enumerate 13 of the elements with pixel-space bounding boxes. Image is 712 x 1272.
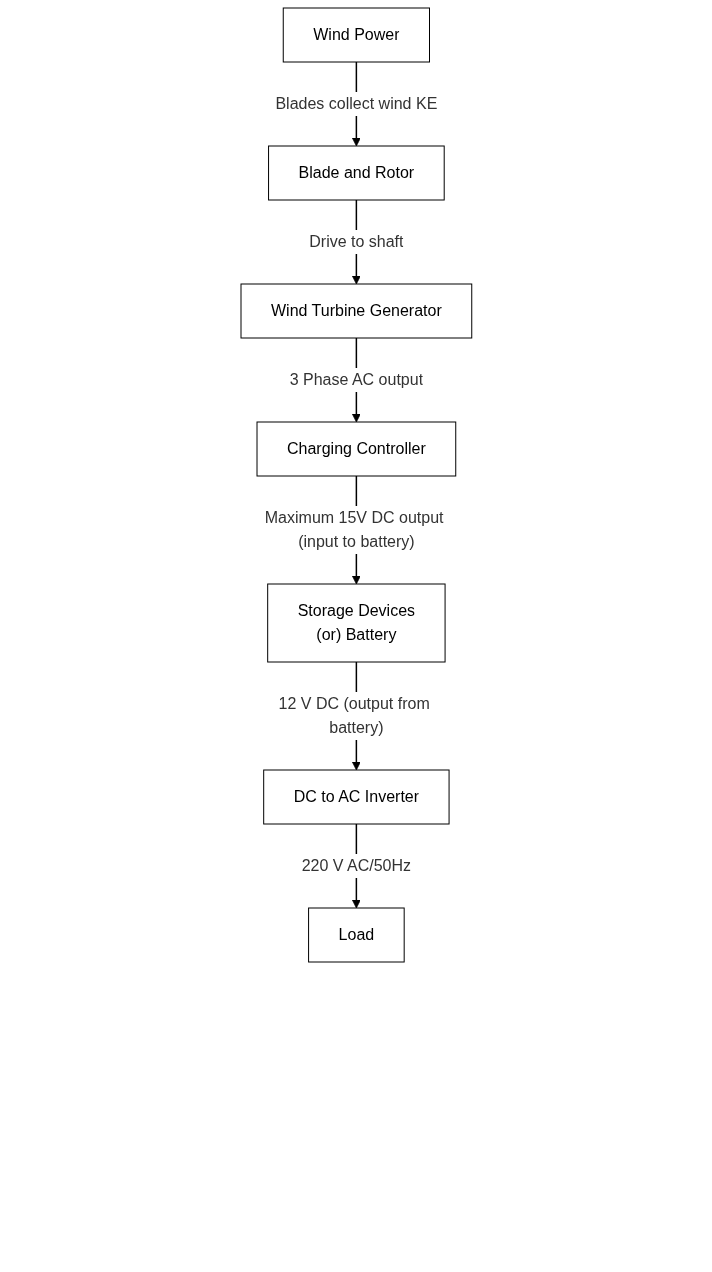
node-box: Storage Devices (or) Battery: [266, 583, 446, 663]
node-box: Load: [307, 907, 405, 963]
edge-label: 220 V AC/50Hz: [301, 857, 411, 874]
edge-label: 12 V DC (output from battery): [278, 695, 430, 736]
edge-label: 3 Phase AC output: [289, 371, 423, 388]
node-box: Charging Controller: [256, 421, 456, 477]
edge-label: Drive to shaft: [308, 233, 404, 250]
node-box: Blade and Rotor: [267, 145, 445, 201]
node-box: DC to AC Inverter: [262, 769, 450, 825]
edge-label: Blades collect wind KE: [275, 95, 437, 112]
node-box: Wind Power: [282, 7, 430, 63]
edge-label: Maximum 15V DC output (input to battery): [264, 509, 444, 550]
node-box: Wind Turbine Generator: [240, 283, 472, 339]
